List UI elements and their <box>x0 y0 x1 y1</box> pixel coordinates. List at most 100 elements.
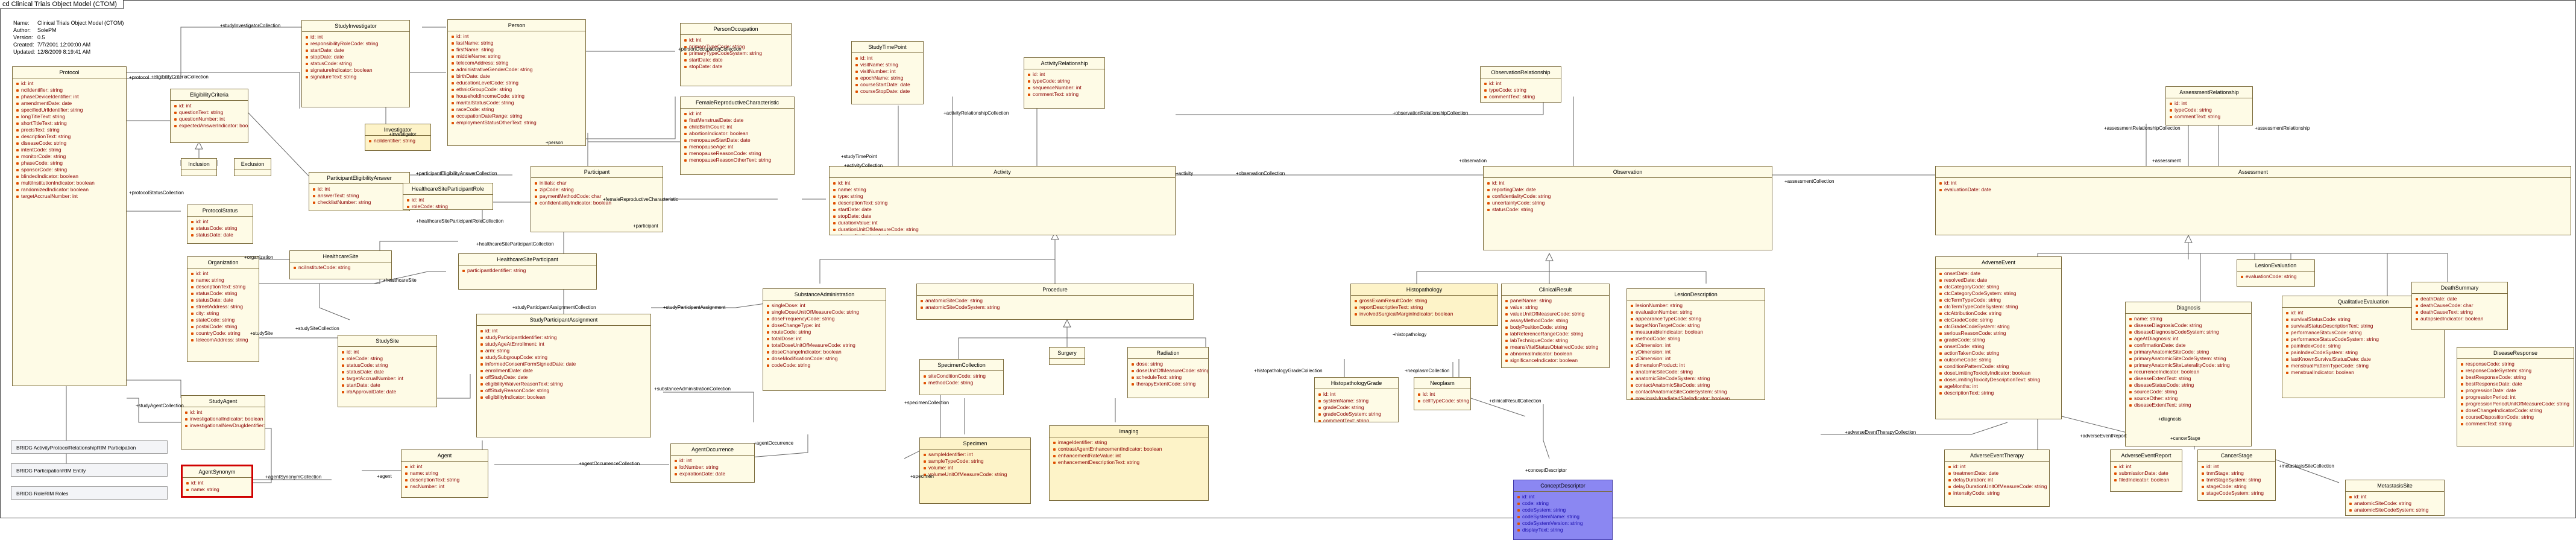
attribute-text: ctcTermTypeCodeSystem: string <box>1944 303 2018 310</box>
attribute-text: stateCode: string <box>196 317 235 323</box>
attribute-text: diseaseExtentText: string <box>2134 375 2191 381</box>
attribute-text: doseFrequencyCode: string <box>772 316 834 322</box>
class-title: Exclusion <box>235 159 271 170</box>
attribute-text: diseaseStatusCode: string <box>2134 382 2194 388</box>
attribute-text: intentCode: string <box>21 147 61 153</box>
attribute-text: gradeCode: string <box>1323 404 1364 410</box>
attribute-text: ethnicGroupCode: string <box>456 86 512 92</box>
class-exclusion[interactable]: Exclusion <box>234 158 271 176</box>
meta-value: 12/8/2009 8:19:41 AM <box>37 49 90 55</box>
attribute-text: reportDescriptiveText: string <box>1359 304 1423 310</box>
diagram-metadata: Name:Clinical Trials Object Model (CTOM)… <box>13 19 124 56</box>
attribute-bullet-icon <box>2461 396 2463 399</box>
attribute: codeSystemVersion: string <box>1517 520 1608 527</box>
class-surgery[interactable]: Surgery <box>1049 347 1085 365</box>
attribute: specifiedUrlIdentifier: string <box>16 107 122 113</box>
attribute-text: sampleTypeCode: string <box>928 458 984 464</box>
label-agent-synonym-collection: +agentSynonymCollection <box>265 474 321 480</box>
label-study-time-point: +studyTimePoint <box>841 154 877 159</box>
attribute-text: bodyPositionCode: string <box>1510 324 1567 330</box>
attribute-text: uncertaintyCode: string <box>1492 200 1545 206</box>
attribute-bullet-icon <box>191 221 194 223</box>
class-title: ObservationRelationship <box>1481 67 1561 78</box>
attribute-bullet-icon <box>1487 182 1490 185</box>
attribute: lastName: string <box>452 40 582 46</box>
attribute: evaluationCode: string <box>2241 273 2311 280</box>
attribute-bullet-icon <box>2286 358 2288 361</box>
meta-row: Created:7/7/2001 12:00:00 AM <box>13 41 124 48</box>
class-inclusion[interactable]: Inclusion <box>181 158 217 176</box>
attribute-text: id: int <box>412 197 424 203</box>
attribute-bullet-icon <box>2286 332 2288 334</box>
attribute: outcomeCode: string <box>1939 357 2058 363</box>
attribute-text: statusCode: string <box>347 362 388 368</box>
attribute-bullet-icon <box>684 133 687 135</box>
attribute-text: employmentStatusOtherText: string <box>456 119 537 125</box>
attribute-text: autopsiedIndicator: boolean <box>2420 316 2483 322</box>
attribute-text: statusCode: string <box>196 225 238 231</box>
attribute-bullet-icon <box>767 331 769 334</box>
attribute: roleCode: string <box>407 203 489 210</box>
attribute: streetAddress: string <box>191 303 255 310</box>
attribute: cellTypeCode: string <box>1418 398 1467 404</box>
attribute-text: involvedSurgicalMarginIndicator: boolean <box>1359 311 1453 317</box>
attribute-bullet-icon <box>16 122 19 125</box>
attribute-bullet-icon <box>1939 359 1942 361</box>
attribute: valueUnitOfMeasureCode: string <box>1505 311 1605 317</box>
label-participant-elig-collection: +participantEligibilityAnswerCollection <box>416 171 497 176</box>
attribute-text: id: int <box>179 103 191 109</box>
attribute: phaseDeviceIdentifier: int <box>16 94 122 100</box>
attribute: firstMenstrualDate: date <box>684 117 790 124</box>
attribute-bullet-icon <box>174 112 177 114</box>
